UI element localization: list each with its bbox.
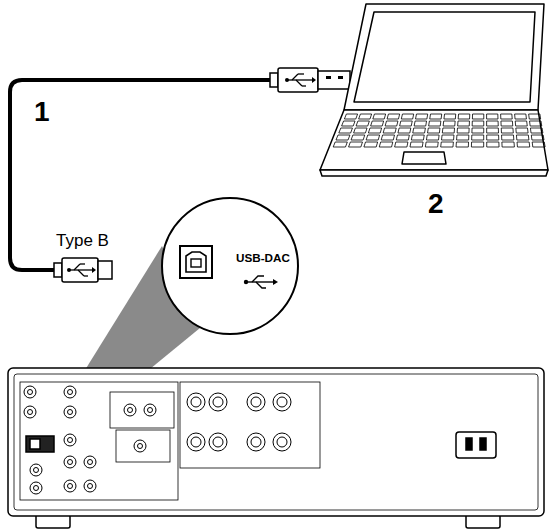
amplifier-rear-panel bbox=[8, 368, 544, 528]
callout-number: 2 bbox=[428, 190, 444, 218]
laptop-keys bbox=[333, 114, 545, 147]
usb-a-plug bbox=[270, 68, 350, 92]
speaker-terminals bbox=[187, 393, 291, 451]
usb-symbol bbox=[246, 276, 274, 288]
port-label: USB-DAC bbox=[236, 252, 290, 265]
laptop bbox=[320, 4, 548, 176]
rca-jacks bbox=[24, 386, 156, 494]
callout-outline bbox=[160, 196, 300, 336]
usb-b-port bbox=[180, 246, 212, 278]
connector-type-label: Type B bbox=[56, 232, 109, 249]
callout-circle: USB-DAC bbox=[160, 196, 300, 336]
usb-b-plug bbox=[54, 258, 112, 282]
callout-number: 1 bbox=[34, 98, 50, 126]
